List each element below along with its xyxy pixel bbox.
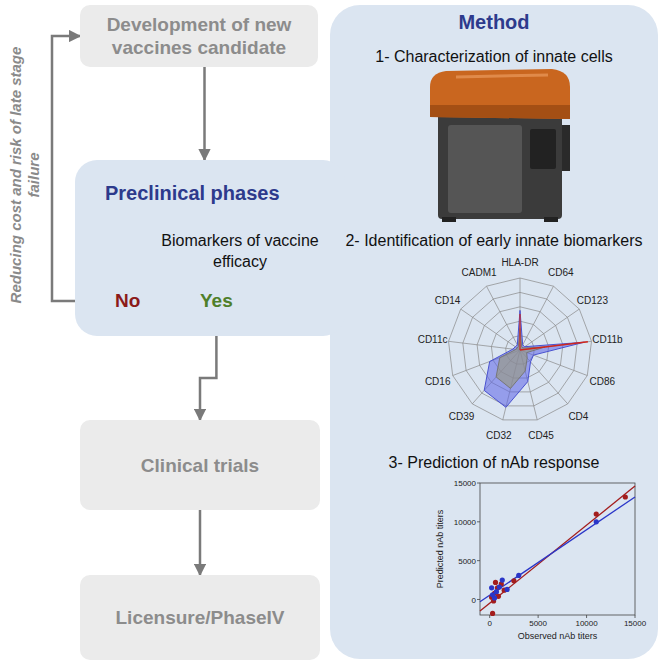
axis-label: CD45 [528, 430, 554, 441]
axis-label: CD16 [425, 376, 451, 387]
tick-label: 10000 [575, 619, 597, 628]
machine-side [562, 125, 570, 171]
data-point [594, 519, 599, 524]
machine-panel [448, 125, 522, 213]
tick-label: 15000 [624, 619, 646, 628]
tick-mark [489, 615, 490, 618]
stage-box: Clinical trials [80, 420, 320, 510]
tick-label: 0 [487, 619, 491, 628]
machine-highlight [456, 75, 548, 77]
axis-label: CADM1 [462, 267, 497, 278]
radar-series [484, 310, 584, 407]
radar-chart [449, 278, 592, 420]
axis-label: CD11c [418, 334, 448, 345]
radar-spoke [487, 286, 520, 350]
data-point [511, 578, 516, 583]
axis-label: CD32 [486, 430, 512, 441]
tick-label: 5000 [458, 556, 476, 565]
axis-title: Observed nAb titers [518, 631, 598, 641]
axis-title: Predicted nAb titers [435, 510, 445, 589]
method-panel: Method 1- Characterization of innate cell… [330, 5, 658, 659]
machine-foot [442, 217, 456, 222]
machine-band [430, 105, 570, 119]
axis-label: CD4 [568, 410, 588, 421]
step-heading: 1- Characterization of innate cells [336, 47, 652, 66]
radar-series [519, 314, 520, 350]
step-heading: 3- Prediction of nAb response [336, 453, 652, 472]
side-note: Reducing cost and risk of late stage fai… [7, 40, 43, 310]
stage-title: Clinical trials [141, 454, 259, 477]
data-point [497, 584, 502, 589]
stage-box: Preclinical phasesBiomarkers of vaccine … [75, 160, 345, 336]
axis-label: CD123 [577, 295, 608, 306]
tick-mark [586, 615, 587, 618]
cytometer-icon [430, 69, 570, 222]
radar-spoke [520, 278, 521, 350]
flow-arrow [203, 67, 206, 160]
axis-label: CD14 [435, 295, 461, 306]
axis-label: CD39 [449, 410, 475, 421]
axis-label: CD11b [592, 334, 622, 345]
panel-heading: Method [336, 13, 652, 32]
radar-series [520, 342, 588, 350]
axis-label: CD64 [548, 267, 574, 278]
fit-line [480, 497, 635, 602]
machine-top [430, 69, 570, 119]
tick-mark [477, 521, 480, 522]
data-point [500, 577, 505, 582]
step-heading: 2- Identification of early innate biomar… [336, 231, 652, 250]
method-illustrations [330, 5, 658, 659]
tick-mark [538, 615, 539, 618]
radar-grid [449, 278, 592, 420]
stage-box: Development of new vaccines candidate [80, 5, 318, 67]
data-point [489, 585, 494, 590]
stage-box: Licensure/PhaseIV [80, 575, 320, 660]
stage-body: Biomarkers of vaccine efficacy [155, 230, 325, 272]
axis-label: CD86 [590, 376, 616, 387]
radar-spoke [520, 286, 553, 350]
edge-label: No [115, 290, 140, 312]
tick-mark [477, 483, 480, 484]
plot-frame [480, 483, 635, 615]
tick-label: 0 [472, 595, 476, 604]
data-point [594, 511, 599, 516]
radar-spoke [461, 309, 520, 350]
tick-mark [635, 615, 636, 618]
scatter-plot [477, 483, 635, 618]
axis-label: HLA-DR [501, 257, 538, 268]
fit-line [480, 486, 635, 611]
data-point [505, 587, 510, 592]
tick-label: 5000 [529, 619, 547, 628]
stage-heading: Preclinical phases [105, 182, 280, 205]
edge-label: Yes [200, 290, 233, 312]
data-point [516, 573, 521, 578]
tick-mark [477, 560, 480, 561]
tick-mark [477, 599, 480, 600]
flow-arrow [199, 510, 202, 575]
stage-title: Development of new vaccines candidate [92, 13, 306, 59]
data-point [490, 611, 495, 616]
data-point [494, 589, 499, 594]
data-point [493, 580, 498, 585]
machine-foot [544, 217, 558, 222]
data-point [623, 494, 628, 499]
data-point [492, 595, 497, 600]
machine-body [438, 109, 562, 219]
tick-label: 10000 [454, 517, 476, 526]
machine-door [530, 129, 556, 169]
tick-label: 15000 [454, 479, 476, 488]
flow-arrow [200, 336, 216, 420]
stage-title: Licensure/PhaseIV [116, 606, 285, 629]
